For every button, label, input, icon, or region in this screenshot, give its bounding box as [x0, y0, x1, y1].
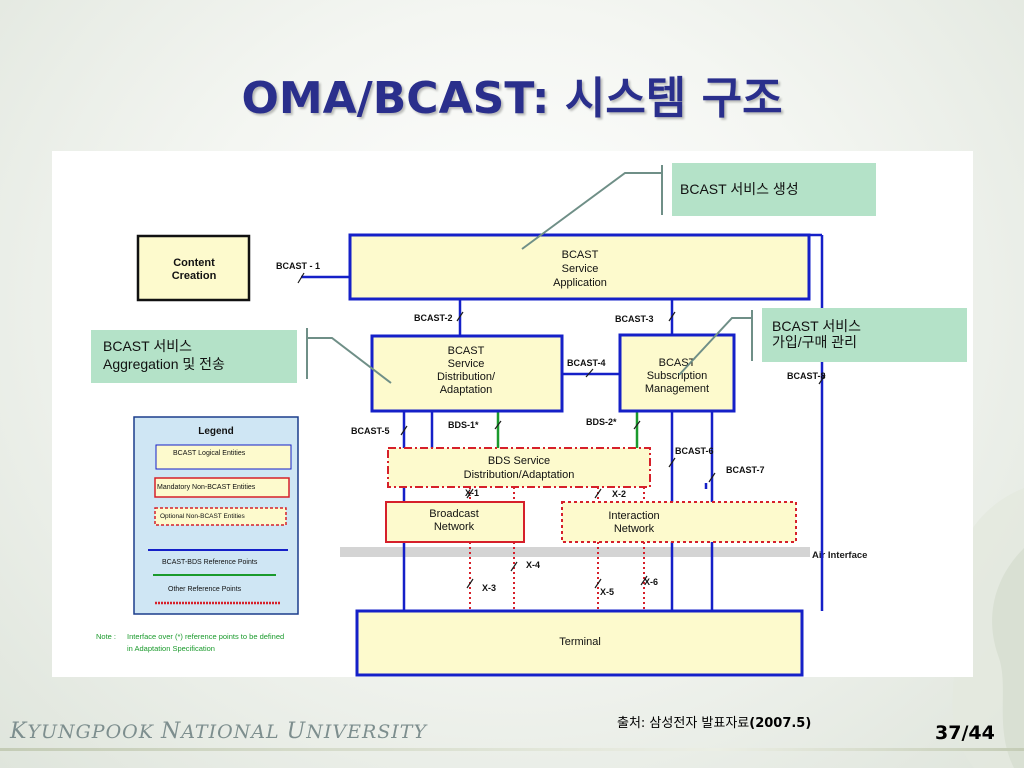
legend-title: Legend [198, 426, 234, 437]
diagram-panel: Air Interface Content Creation B [52, 151, 973, 677]
bds-service-box [387, 447, 651, 488]
service-application-label-1: BCAST [562, 249, 599, 261]
service-distribution-box [370, 334, 564, 413]
legend-other-label: Other Reference Points [168, 586, 242, 593]
architecture-diagram: Air Interface Content Creation B [91, 163, 967, 677]
ref-x-3: X-3 [482, 583, 496, 593]
service-distribution-label-2: Service [448, 358, 485, 370]
callout-subscription-text-2: 가입/구매 관리 [772, 334, 857, 350]
subscription-label-3: Management [645, 383, 709, 395]
note-label: Note : [96, 632, 116, 641]
ref-x-1: X-1 [465, 488, 479, 498]
service-application-label-2: Service [562, 263, 599, 275]
page-title: OMA/BCAST: 시스템 구조 [241, 73, 783, 124]
callout-service-creation-text: BCAST 서비스 생성 [680, 181, 799, 197]
service-distribution-label-1: BCAST [448, 345, 485, 357]
ref-x-6: X-6 [644, 577, 658, 587]
service-distribution-label-3: Distribution/ [437, 371, 496, 383]
ref-x-5: X-5 [600, 587, 614, 597]
interaction-network-label-1: Interaction [608, 510, 659, 522]
subscription-label-2: Subscription [647, 370, 708, 382]
ref-bcast-1: BCAST - 1 [276, 261, 320, 271]
ref-bcast-7: BCAST-7 [726, 465, 765, 475]
broadcast-network-label-1: Broadcast [429, 508, 479, 520]
note-line-2: in Adaptation Specification [127, 644, 215, 653]
ref-bcast-2: BCAST-2 [414, 313, 453, 323]
subscription-management-box [618, 333, 736, 413]
interaction-network-box [561, 501, 797, 543]
callout-aggregation [91, 330, 297, 383]
air-interface-label: Air Interface [812, 550, 867, 561]
university-name: KYUNGPOOK NATIONAL UNIVERSITY [10, 719, 427, 744]
reference-tick-marks [297, 272, 826, 589]
callout-subscription [762, 308, 967, 362]
ref-bcast-3: BCAST-3 [615, 314, 654, 324]
callout-subscription-text-1: BCAST 서비스 [772, 318, 861, 334]
content-creation-label-2: Creation [172, 270, 217, 282]
air-interface-band [340, 547, 810, 557]
ref-x-4: X-4 [526, 560, 540, 570]
callout-aggregation-text-1: BCAST 서비스 [103, 338, 192, 354]
ref-bcast-8: BCAST-8 [787, 371, 826, 381]
legend-bds-label: BCAST-BDS Reference Points [162, 559, 258, 566]
service-distribution-label-4: Adaptation [440, 384, 493, 396]
ref-bds-1: BDS-1* [448, 420, 479, 430]
service-application-label-3: Application [553, 277, 607, 289]
legend-mandatory-swatch [154, 477, 290, 498]
legend-optional-swatch [154, 507, 287, 526]
broadcast-network-box [385, 501, 525, 543]
ref-bds-2: BDS-2* [586, 417, 617, 427]
terminal-label: Terminal [559, 636, 601, 648]
footer-rule [0, 748, 1024, 751]
ref-bcast-6: BCAST-6 [675, 446, 714, 456]
service-application-box [348, 233, 811, 301]
ref-x-2: X-2 [612, 489, 626, 499]
content-creation-label-1: Content [173, 257, 215, 269]
interaction-network-label-2: Network [614, 523, 655, 535]
ref-bcast-5: BCAST-5 [351, 426, 390, 436]
bds-service-label-1: BDS Service [488, 455, 550, 467]
content-creation-box [136, 234, 251, 302]
callout-connectors [306, 165, 753, 384]
note-line-1: Interface over (*) reference points to b… [127, 632, 284, 641]
callout-aggregation-text-2: Aggregation 및 전송 [103, 356, 225, 372]
legend: Legend BCAST Logical Entities Mandatory … [133, 416, 299, 615]
broadcast-network-label-2: Network [434, 521, 475, 533]
page-number: 37/44 [935, 722, 995, 744]
legend-logical-swatch [155, 444, 292, 470]
source-citation: 출처: 삼성전자 발표자료(2007.5) [617, 716, 812, 731]
green-bds-lines [496, 411, 639, 448]
bds-service-label-2: Distribution/Adaptation [464, 469, 575, 481]
callout-service-creation [672, 163, 876, 216]
legend-logical-label: BCAST Logical Entities [173, 450, 246, 457]
ref-bcast-4: BCAST-4 [567, 358, 606, 368]
legend-optional-label: Optional Non-BCAST Entities [160, 513, 246, 520]
terminal-box [355, 609, 804, 677]
legend-mandatory-label: Mandatory Non-BCAST Entities [157, 484, 256, 491]
